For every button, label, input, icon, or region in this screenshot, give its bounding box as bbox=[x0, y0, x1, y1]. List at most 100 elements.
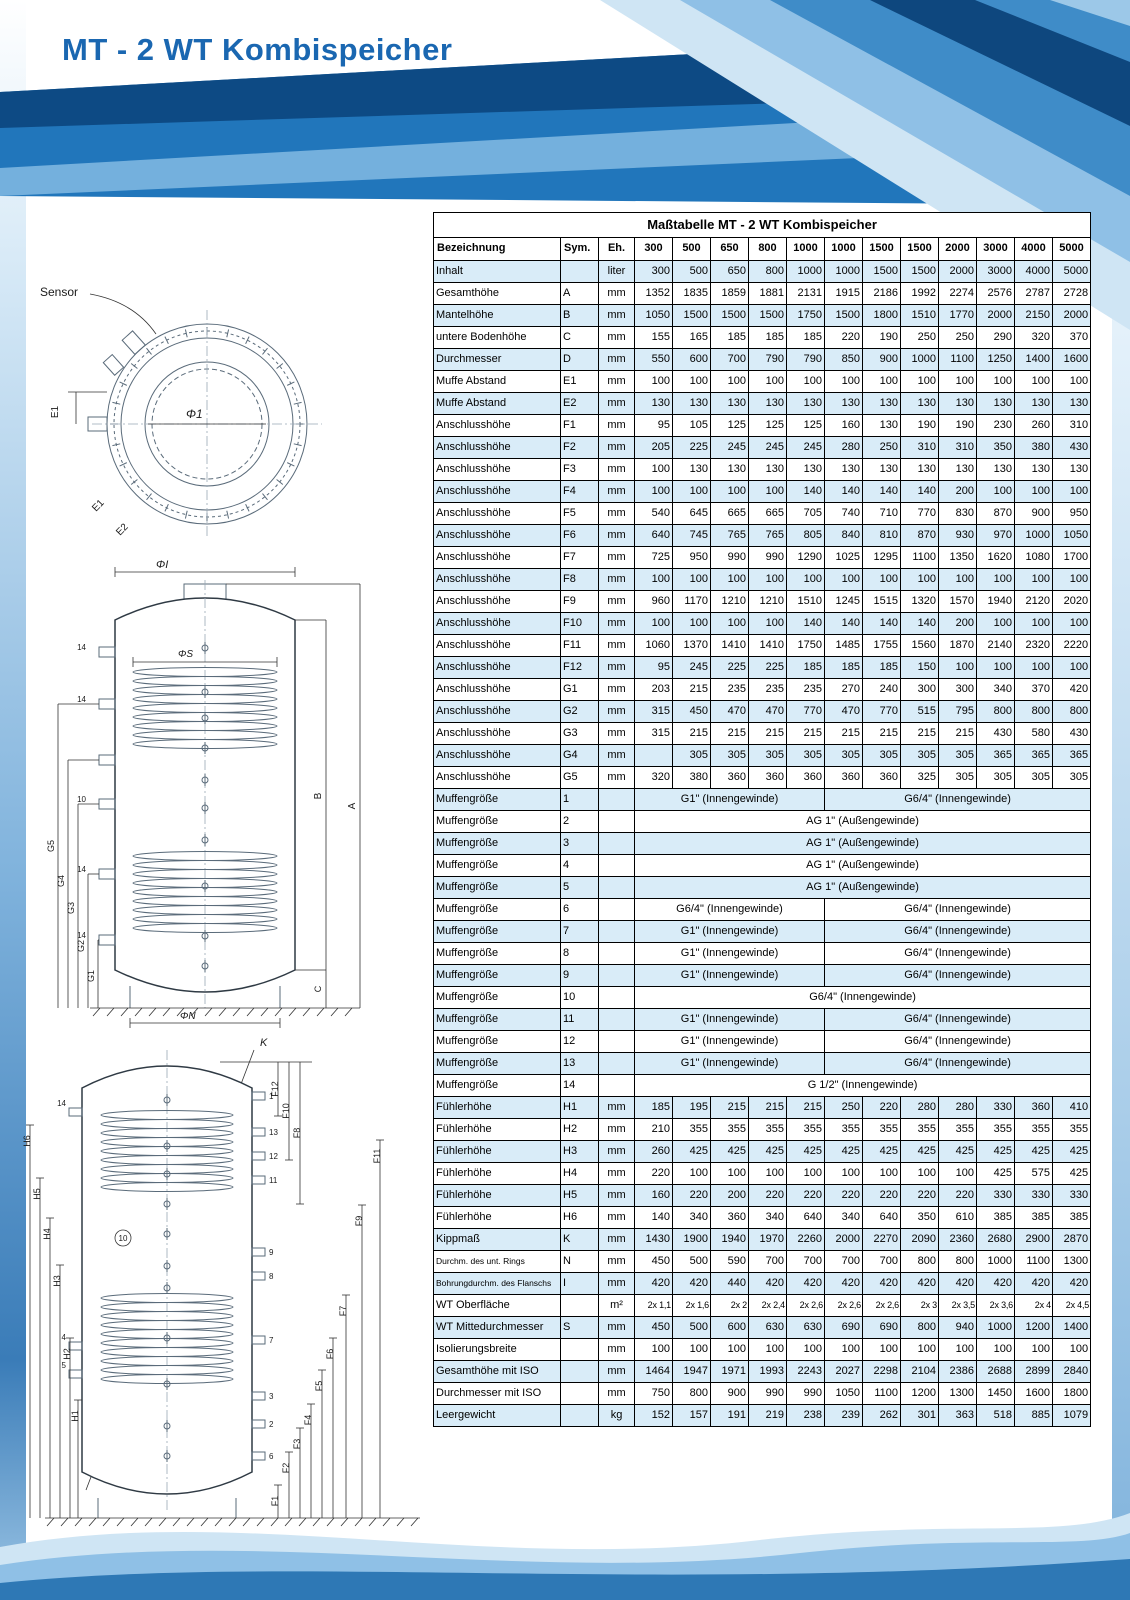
row-value: 365 bbox=[1014, 744, 1053, 767]
row-value: 795 bbox=[938, 700, 977, 723]
row-label: Fühlerhöhe bbox=[433, 1096, 561, 1119]
row-value: 800 bbox=[1051, 700, 1092, 723]
row-unit: liter bbox=[598, 260, 635, 283]
row-value: 100 bbox=[672, 1162, 711, 1185]
row-value: 220 bbox=[862, 1096, 901, 1119]
h6-label: H6 bbox=[22, 1135, 32, 1147]
row-value: 700 bbox=[862, 1250, 901, 1273]
row-unit: mm bbox=[598, 1118, 635, 1141]
f9-label: F9 bbox=[354, 1216, 364, 1227]
row-unit: kg bbox=[598, 1404, 635, 1427]
row-span-value: G6/4" (Innengewinde) bbox=[823, 964, 1092, 987]
row-unit: mm bbox=[598, 1096, 635, 1119]
f6-label: F6 bbox=[325, 1349, 335, 1360]
row-value: 430 bbox=[1051, 722, 1092, 745]
upper-coil bbox=[100, 1110, 234, 1192]
row-value: 190 bbox=[862, 326, 901, 349]
row-value: 790 bbox=[786, 348, 825, 371]
column-header-size: 1500 bbox=[862, 237, 901, 261]
row-symbol: H2 bbox=[560, 1118, 599, 1141]
row-value: 100 bbox=[672, 370, 711, 393]
row-symbol: G1 bbox=[560, 678, 599, 701]
row-value: 2x 2,6 bbox=[862, 1294, 901, 1317]
row-value: 130 bbox=[976, 392, 1015, 415]
row-value: 205 bbox=[634, 436, 673, 459]
row-symbol bbox=[560, 260, 599, 283]
row-value: 600 bbox=[672, 348, 711, 371]
row-value: 1000 bbox=[824, 260, 863, 283]
row-value: 1000 bbox=[900, 348, 939, 371]
row-value: 100 bbox=[748, 568, 787, 591]
row-label: Anschlusshöhe bbox=[433, 634, 561, 657]
row-value: 100 bbox=[976, 370, 1015, 393]
row-value: 100 bbox=[710, 480, 749, 503]
row-value: 430 bbox=[1051, 436, 1092, 459]
row-value: 310 bbox=[938, 436, 977, 459]
row-value: 540 bbox=[634, 502, 673, 525]
row-value: 840 bbox=[824, 524, 863, 547]
row-value: 425 bbox=[824, 1140, 863, 1163]
left-stubs bbox=[68, 1107, 83, 1379]
row-unit bbox=[598, 964, 635, 987]
row-value: 2x 1,1 bbox=[634, 1294, 673, 1317]
row-value: 550 bbox=[634, 348, 673, 371]
row-value: 2298 bbox=[862, 1360, 901, 1383]
row-value: 260 bbox=[1014, 414, 1053, 437]
row-value: 239 bbox=[824, 1404, 863, 1427]
row-value: 220 bbox=[824, 1184, 863, 1207]
row-symbol bbox=[560, 1382, 599, 1405]
row-value: 1000 bbox=[786, 260, 825, 283]
row-value: 2320 bbox=[1014, 634, 1053, 657]
row-label: Anschlusshöhe bbox=[433, 524, 561, 547]
row-value: 305 bbox=[938, 744, 977, 767]
a-dimension-label: A bbox=[347, 802, 358, 809]
row-value: 330 bbox=[976, 1184, 1015, 1207]
row-label: Kippmaß bbox=[433, 1228, 561, 1251]
row-value: 185 bbox=[786, 326, 825, 349]
row-value: 380 bbox=[672, 766, 711, 789]
row-value: 215 bbox=[710, 722, 749, 745]
row-unit: mm bbox=[598, 502, 635, 525]
row-value: 360 bbox=[1014, 1096, 1053, 1119]
row-value: 1500 bbox=[824, 304, 863, 327]
top-view-drawing: Φ1 Sensor E1 E1 E2 bbox=[40, 285, 322, 538]
row-value: 1430 bbox=[634, 1228, 673, 1251]
row-value: 410 bbox=[1051, 1096, 1092, 1119]
row-value: 420 bbox=[748, 1272, 787, 1295]
row-value: 1500 bbox=[748, 304, 787, 327]
row-symbol: G3 bbox=[560, 722, 599, 745]
row-value: 130 bbox=[862, 414, 901, 437]
row-value: 100 bbox=[672, 1338, 711, 1361]
f5-label: F5 bbox=[314, 1381, 324, 1392]
row-value: 230 bbox=[976, 414, 1015, 437]
row-value: 320 bbox=[1014, 326, 1053, 349]
f7-label: F7 bbox=[338, 1306, 348, 1317]
row-label: Muffengröße bbox=[433, 942, 561, 965]
row-value: 100 bbox=[748, 1338, 787, 1361]
row-value: 310 bbox=[900, 436, 939, 459]
row-value: 100 bbox=[862, 370, 901, 393]
row-symbol: A bbox=[560, 282, 599, 305]
row-value: 5000 bbox=[1051, 260, 1092, 283]
f4-label: F4 bbox=[303, 1415, 313, 1426]
row-value: 640 bbox=[634, 524, 673, 547]
row-value: 800 bbox=[748, 260, 787, 283]
row-span-value: G1" (Innengewinde) bbox=[634, 1008, 825, 1031]
row-unit: mm bbox=[598, 1162, 635, 1185]
row-value: 2360 bbox=[938, 1228, 977, 1251]
row-value: 250 bbox=[938, 326, 977, 349]
row-unit bbox=[598, 1052, 635, 1075]
row-value: 245 bbox=[786, 436, 825, 459]
row-value: 420 bbox=[938, 1272, 977, 1295]
row-value: 2186 bbox=[862, 282, 901, 305]
row-value: 1210 bbox=[748, 590, 787, 613]
row-value: 100 bbox=[976, 1338, 1015, 1361]
row-unit: mm bbox=[598, 348, 635, 371]
row-value bbox=[634, 744, 673, 767]
